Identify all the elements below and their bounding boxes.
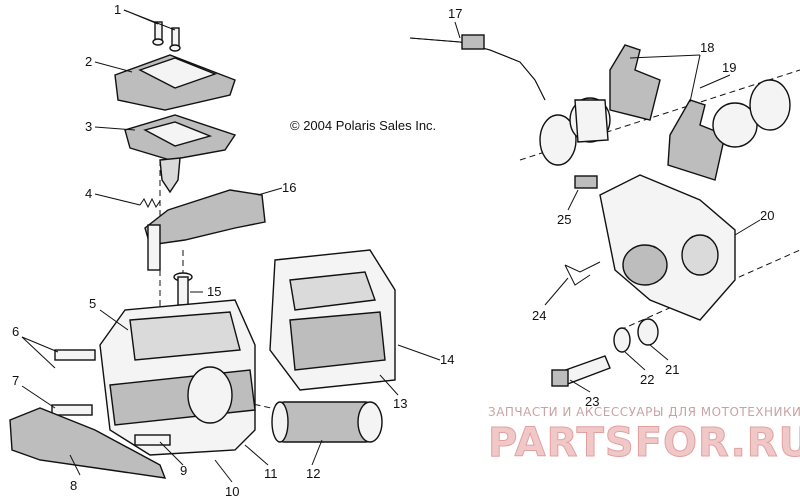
watermark-tagline: ЗАПЧАСТИ И АКСЕССУАРЫ ДЛЯ МОТОТЕХНИКИ [488, 405, 800, 419]
part-brake-pads [609, 44, 726, 181]
callout-10: 10 [225, 484, 239, 499]
part-cover-plate [269, 249, 396, 391]
callout-1: 1 [114, 2, 121, 17]
part-reservoir-cover [114, 54, 236, 111]
callout-6: 6 [12, 324, 19, 339]
callout-14: 14 [440, 352, 454, 367]
part-master-cylinder-body [99, 299, 256, 456]
part-bolts-left [51, 349, 171, 446]
callout-4: 4 [85, 186, 92, 201]
callout-8: 8 [70, 478, 77, 493]
part-washers-bolt [551, 318, 659, 387]
callout-9: 9 [180, 463, 187, 478]
watermark-brand: PARTSFOR.RU [488, 420, 800, 466]
part-clip [564, 261, 601, 286]
callout-2: 2 [85, 54, 92, 69]
callout-15: 15 [207, 284, 221, 299]
callout-20: 20 [760, 208, 774, 223]
leader-lines [21, 9, 761, 483]
callout-7: 7 [12, 373, 19, 388]
part-brake-lever [9, 407, 167, 479]
callout-5: 5 [89, 296, 96, 311]
callout-13: 13 [393, 396, 407, 411]
part-screws-top [152, 21, 181, 52]
part-pin [173, 272, 193, 306]
callout-19: 19 [722, 60, 736, 75]
part-caliper-body [599, 174, 736, 321]
part-spring [139, 197, 161, 209]
callout-3: 3 [85, 119, 92, 134]
callout-labels: 1 2 3 4 5 6 7 8 9 10 11 12 13 14 15 16 1… [12, 2, 774, 499]
callout-21: 21 [665, 362, 679, 377]
part-piston [271, 401, 383, 443]
watermark: ЗАПЧАСТИ И АКСЕССУАРЫ ДЛЯ МОТОТЕХНИКИ PA… [488, 405, 800, 467]
callout-18: 18 [700, 40, 714, 55]
callout-12: 12 [306, 466, 320, 481]
callout-23: 23 [585, 394, 599, 409]
callout-22: 22 [640, 372, 654, 387]
callout-16: 16 [282, 180, 296, 195]
callout-25: 25 [557, 212, 571, 227]
callout-17: 17 [448, 6, 462, 21]
copyright-text: © 2004 Polaris Sales Inc. [290, 118, 436, 133]
part-brake-line [409, 34, 546, 101]
part-caliper-pistons [539, 79, 791, 166]
part-lever-arm [144, 189, 266, 271]
callout-24: 24 [532, 308, 546, 323]
callout-11: 11 [264, 466, 278, 481]
part-diaphragm [124, 114, 237, 194]
part-bleed-valve [574, 175, 598, 189]
